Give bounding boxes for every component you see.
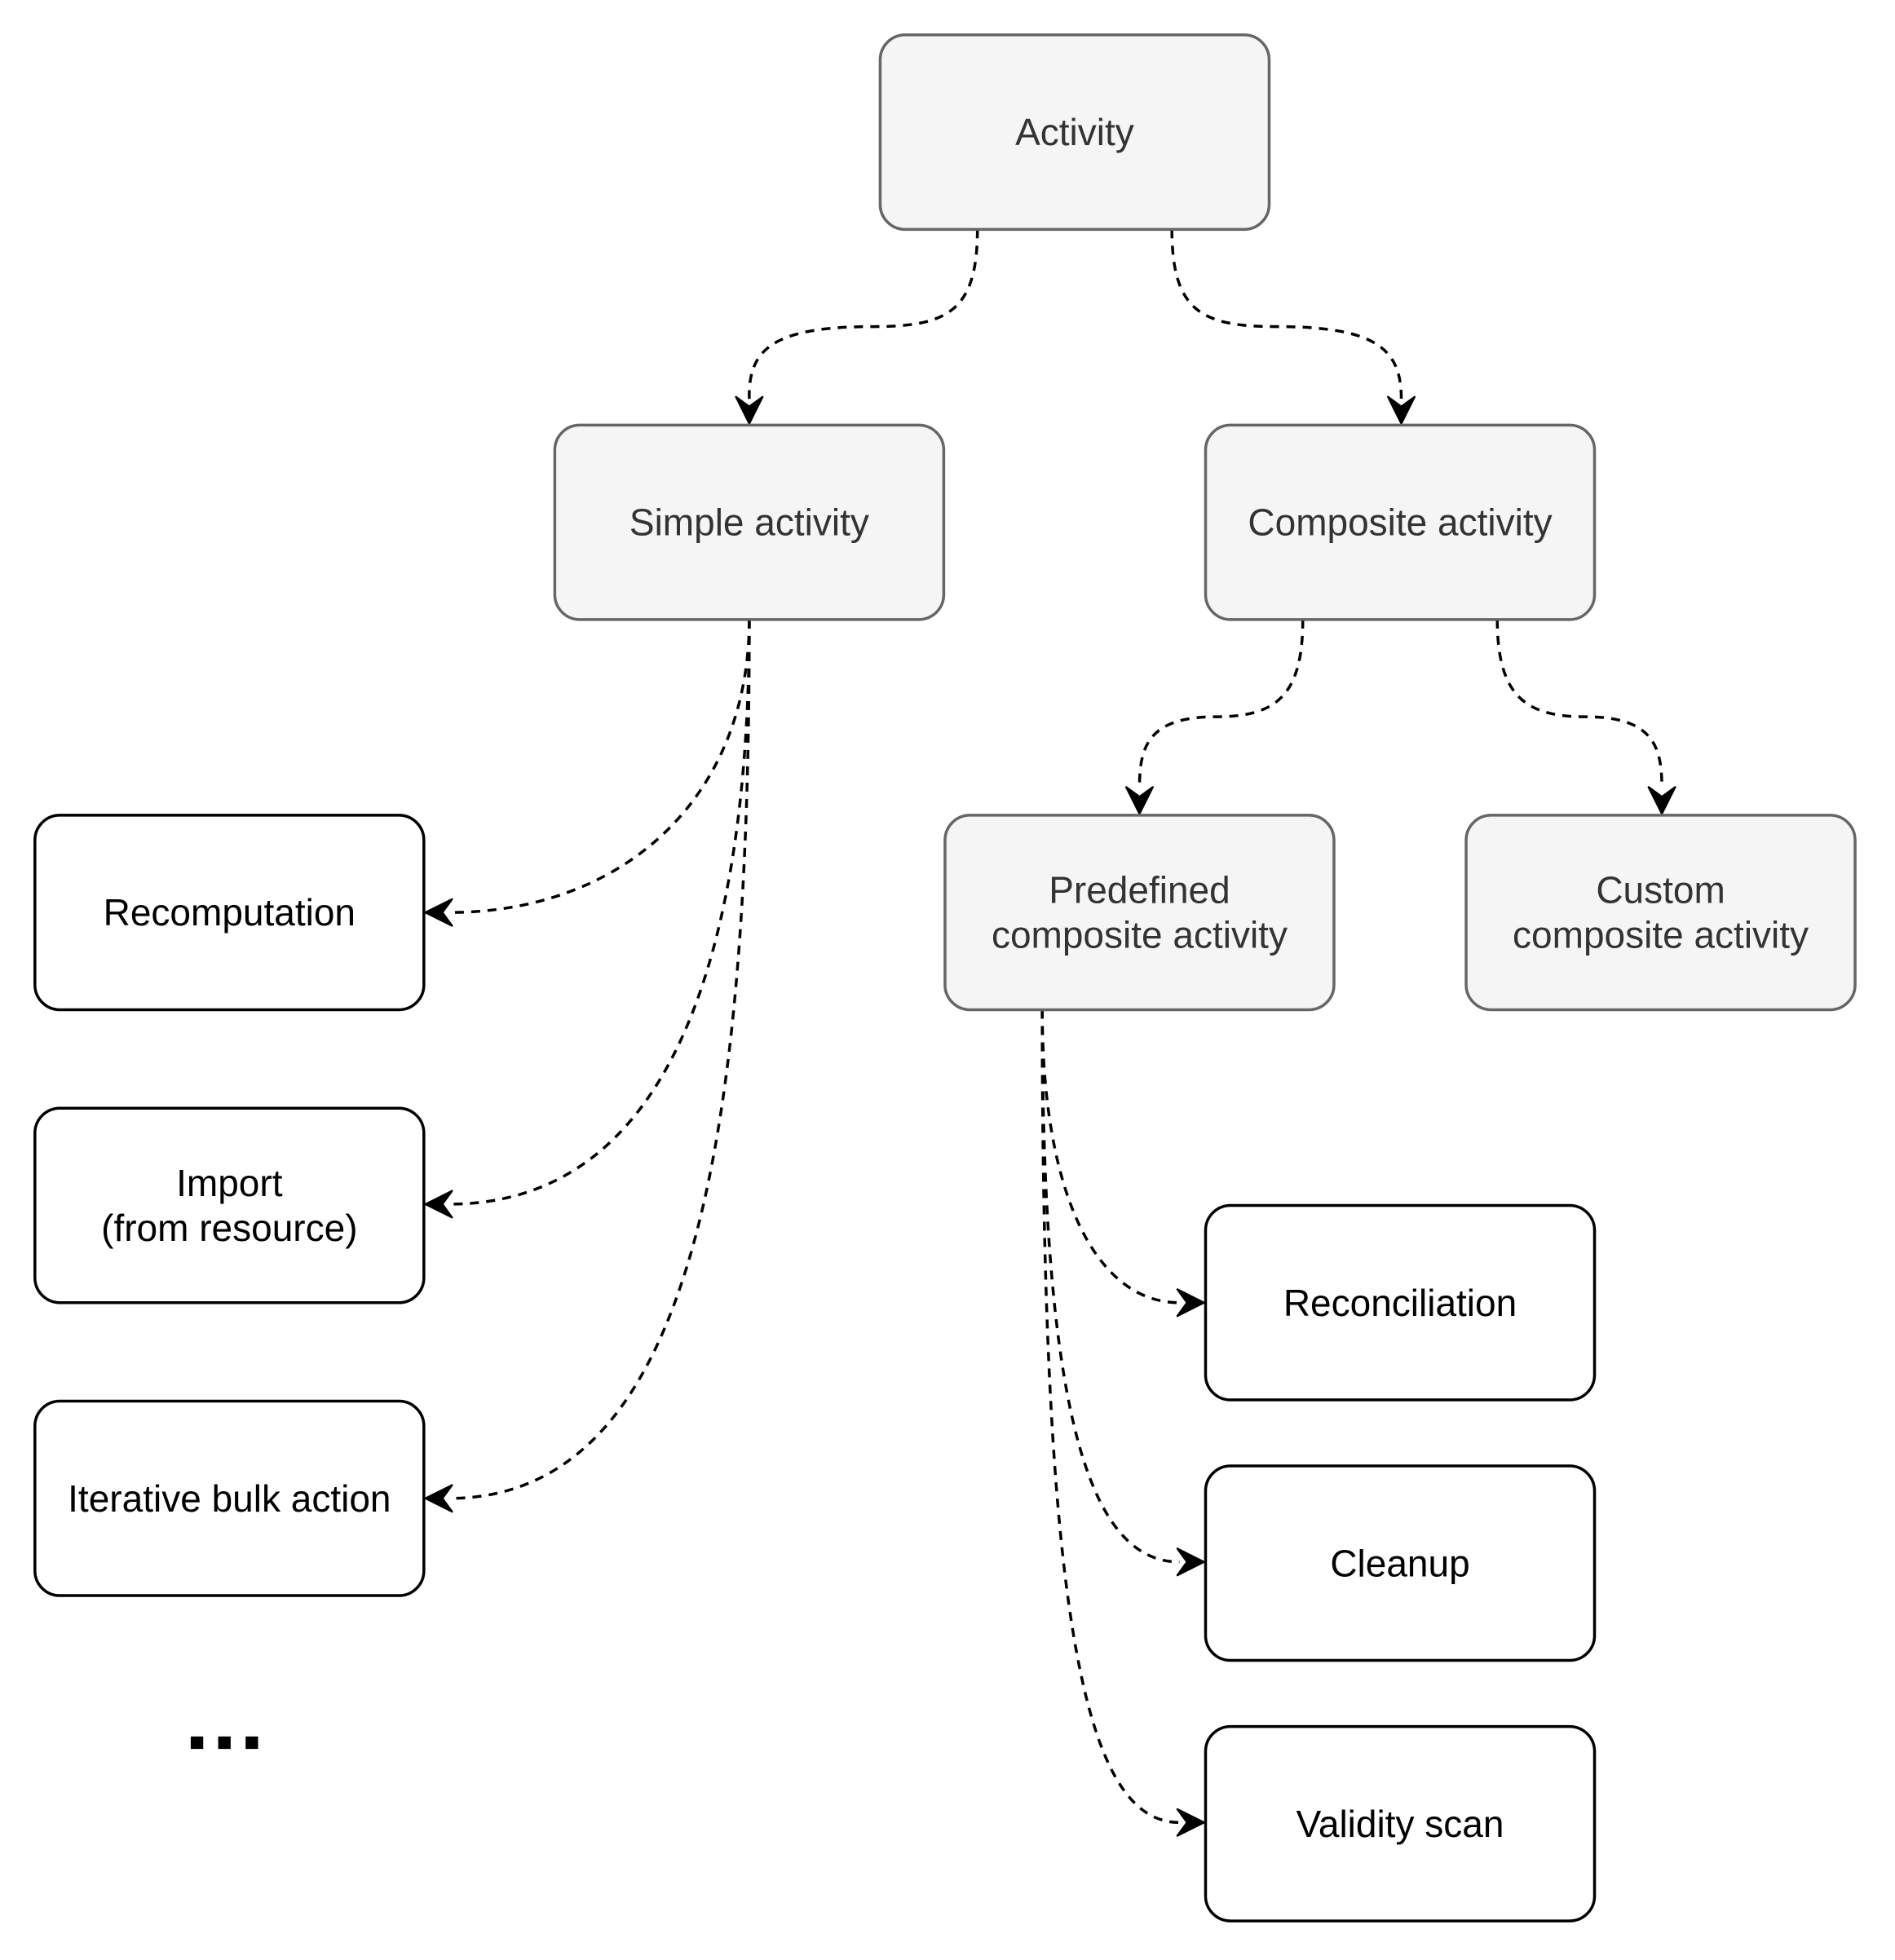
node-box: [1464, 814, 1857, 1012]
arrowhead-icon: [1124, 785, 1155, 816]
node-label: Validity scan: [1296, 1803, 1504, 1845]
edge-line: [1495, 619, 1663, 788]
edge-composite-to-predefined: [1124, 619, 1305, 816]
node-label: Reconciliation: [1283, 1282, 1517, 1324]
node-box: [1204, 1724, 1597, 1922]
node-label: Simple activity: [629, 501, 869, 544]
arrowhead-icon: [735, 395, 764, 426]
node-label: Iterative bulk action: [68, 1477, 391, 1520]
edge-line: [748, 229, 979, 400]
node-label: Cleanup: [1330, 1542, 1469, 1584]
arrowhead-icon: [1386, 395, 1416, 426]
arrowhead-icon: [423, 898, 453, 927]
edge-line: [448, 619, 751, 914]
node-label: composite activity: [992, 914, 1288, 956]
edge-predefined-to-validity: [1040, 1009, 1207, 1838]
arrowhead-icon: [1176, 1547, 1207, 1577]
edge-activity-to-simple: [735, 229, 979, 426]
edge-line: [1040, 1009, 1180, 1304]
edge-line: [448, 619, 751, 1500]
node-activity[interactable]: Activity: [878, 33, 1271, 232]
node-label: (from resource): [101, 1207, 357, 1249]
ellipsis-dot: [245, 1736, 258, 1750]
edge-predefined-to-cleanup: [1040, 1009, 1207, 1577]
node-box: [33, 1399, 426, 1597]
edge-line: [1170, 229, 1403, 400]
node-import[interactable]: Import(from resource): [33, 1106, 426, 1304]
node-validity[interactable]: Validity scan: [1204, 1724, 1597, 1922]
edge-simple-to-bulk: [423, 619, 751, 1513]
edge-simple-to-recomputation: [423, 619, 751, 927]
node-recomputation[interactable]: Recomputation: [33, 814, 426, 1012]
ellipsis-dot: [218, 1736, 231, 1750]
edges-layer: [423, 229, 1676, 1838]
node-reconciliation[interactable]: Reconciliation: [1204, 1203, 1597, 1402]
node-box: [1204, 423, 1597, 621]
edge-line: [1137, 619, 1305, 788]
node-box: [33, 1106, 426, 1304]
edge-activity-to-composite: [1170, 229, 1416, 426]
edge-line: [1040, 1009, 1180, 1825]
node-box: [1204, 1464, 1597, 1662]
node-box: [878, 33, 1271, 232]
edge-line: [1040, 1009, 1180, 1564]
node-box: [33, 814, 426, 1012]
ellipsis-more-indicator: [190, 1736, 258, 1750]
edge-predefined-to-reconciliation: [1040, 1009, 1207, 1318]
node-box: [1204, 1203, 1597, 1402]
node-cleanup[interactable]: Cleanup: [1204, 1464, 1597, 1662]
arrowhead-icon: [1647, 785, 1676, 816]
node-composite[interactable]: Composite activity: [1204, 423, 1597, 621]
node-label: Predefined: [1049, 869, 1230, 912]
node-simple[interactable]: Simple activity: [553, 423, 946, 621]
node-label: Activity: [1015, 111, 1134, 153]
edge-composite-to-custom: [1495, 619, 1676, 816]
node-bulk[interactable]: Iterative bulk action: [33, 1399, 426, 1597]
ellipsis-dot: [190, 1736, 204, 1750]
edge-simple-to-import: [423, 619, 751, 1219]
node-label: Recomputation: [104, 891, 356, 934]
edge-line: [448, 619, 751, 1206]
arrowhead-icon: [1176, 1808, 1207, 1838]
arrowhead-icon: [423, 1190, 453, 1219]
node-label: Custom: [1596, 869, 1725, 912]
node-label: Composite activity: [1248, 501, 1552, 544]
arrowhead-icon: [1176, 1288, 1207, 1318]
node-label: composite activity: [1513, 914, 1809, 956]
node-label: Import: [176, 1162, 283, 1204]
node-box: [553, 423, 946, 621]
arrowhead-icon: [423, 1484, 453, 1513]
node-box: [943, 814, 1336, 1012]
